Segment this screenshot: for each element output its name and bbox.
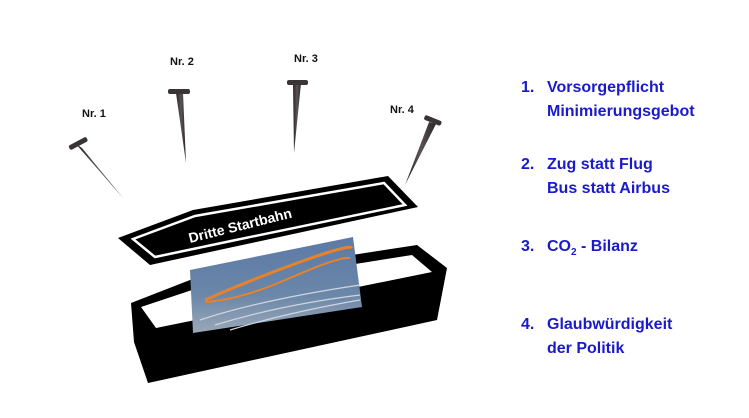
item-line2: der Politik [547, 340, 625, 357]
nail-3-label: Nr. 3 [294, 53, 318, 65]
item-co: CO [547, 238, 571, 255]
nail-2-label: Nr. 2 [170, 56, 194, 68]
item-line1: Glaubwürdigkeit [547, 316, 673, 333]
item-number: 4. [521, 316, 535, 333]
item-line1: Vorsorgepflicht [547, 79, 665, 96]
nail-1-icon [68, 137, 123, 198]
item-subscript: 2 [571, 247, 577, 259]
item-line1-rest: - Bilanz [576, 238, 638, 255]
nail-1-label: Nr. 1 [82, 108, 106, 120]
item-2: 2. Zug statt Flug Bus statt Airbus [521, 153, 670, 201]
nail-4-label: Nr. 4 [390, 104, 414, 116]
nail-2-icon [168, 89, 190, 163]
item-number: 3. [521, 238, 535, 255]
item-number: 1. [521, 79, 535, 96]
runway-photo [190, 237, 362, 333]
item-line1: Zug statt Flug [547, 156, 653, 173]
nail-4-icon [405, 115, 442, 185]
item-1: 1. Vorsorgepflicht Minimierungsgebot [521, 76, 695, 124]
item-3: 3. CO2 - Bilanz [521, 235, 638, 265]
coffin-lid [118, 176, 418, 265]
item-number: 2. [521, 156, 535, 173]
item-4: 4. Glaubwürdigkeit der Politik [521, 313, 672, 361]
item-line2: Bus statt Airbus [547, 180, 670, 197]
item-line2: Minimierungsgebot [547, 103, 695, 120]
nail-3-icon [287, 80, 308, 153]
